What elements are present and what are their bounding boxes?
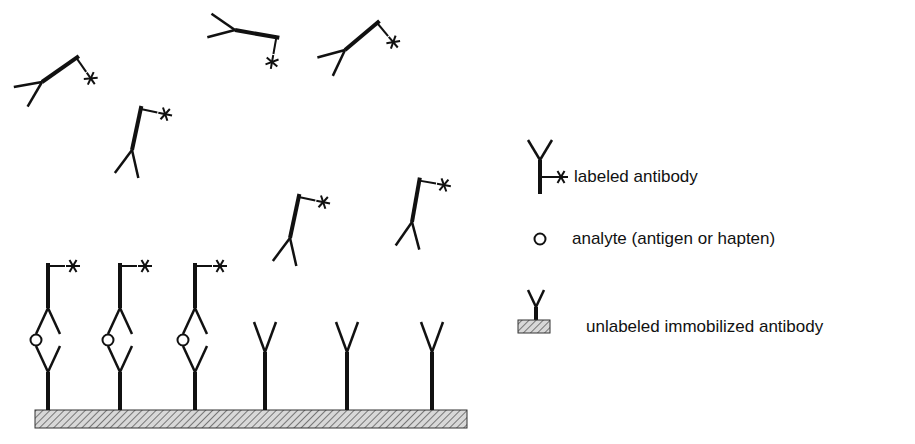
free-immobilized-antibodies — [254, 322, 443, 410]
legend-label: unlabeled immobilized antibody — [586, 317, 823, 337]
solid-support — [35, 410, 467, 428]
sandwich-complexes — [31, 260, 228, 410]
legend-label: analyte (antigen or hapten) — [572, 229, 775, 249]
legend-label: labeled antibody — [574, 167, 698, 187]
free-labeled-antibodies — [14, 10, 452, 270]
legend-samples — [518, 140, 568, 333]
